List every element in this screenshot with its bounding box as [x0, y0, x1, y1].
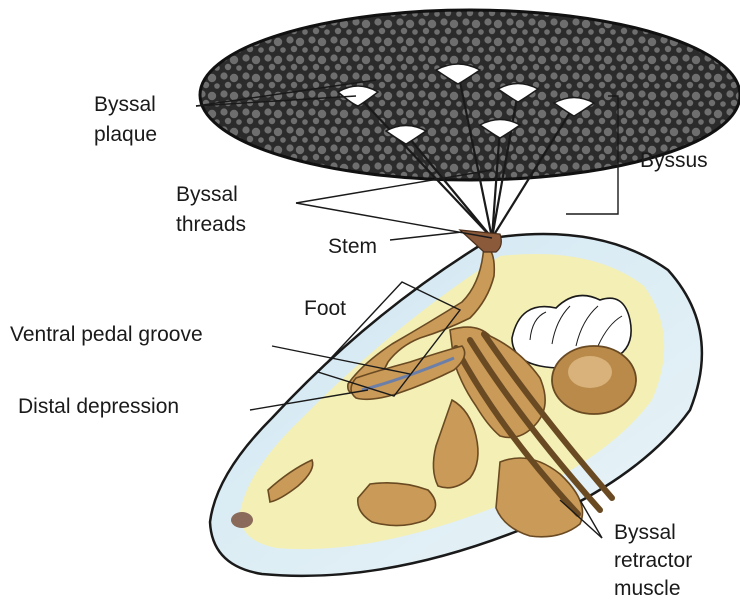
label-byssus: Byssus [640, 148, 708, 174]
label-stem: Stem [328, 234, 377, 260]
label-byssal-retractor-muscle-line2: retractor [614, 548, 692, 574]
label-distal-depression: Distal depression [18, 394, 179, 420]
label-byssal-plaque-line1: Byssal [94, 92, 156, 118]
label-byssal-retractor-muscle-line1: Byssal [614, 520, 676, 546]
label-ventral-pedal-groove: Ventral pedal groove [10, 322, 203, 348]
label-byssal-threads-line2: threads [176, 212, 246, 238]
label-foot: Foot [304, 296, 346, 322]
umbo-spot [231, 512, 253, 528]
label-byssal-retractor-muscle-line3: muscle [614, 576, 681, 602]
label-byssal-threads-line1: Byssal [176, 182, 238, 208]
adductor-muscle-inner [568, 356, 612, 388]
label-byssal-plaque-line2: plaque [94, 122, 157, 148]
